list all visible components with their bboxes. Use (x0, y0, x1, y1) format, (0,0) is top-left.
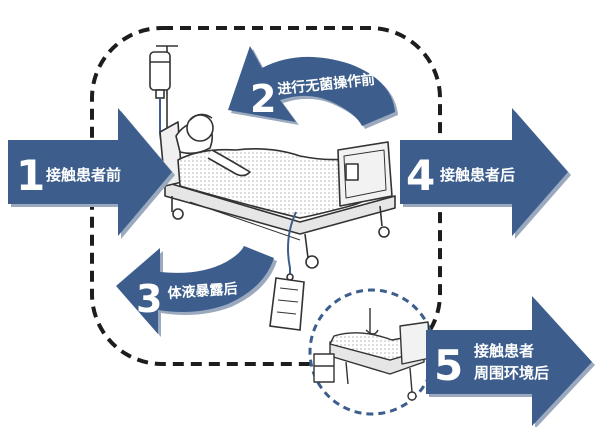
moment-4-number: 4 (406, 151, 435, 200)
moment-4-label: 接触患者后 (440, 166, 515, 184)
moment-1-label: 接触患者前 (46, 166, 121, 184)
drainage-bag-icon (269, 211, 305, 331)
moment-5-arrow: 5 接触患者 周围环境后 (426, 296, 595, 427)
moment-3-arrow: 3 体液暴露后 (116, 246, 277, 337)
moment-2-arrow: 2 进行无菌操作前 (228, 46, 398, 129)
moment-2-number: 2 (250, 77, 276, 121)
moment-1-arrow: 1 接触患者前 (8, 108, 175, 239)
moment-4-arrow: 4 接触患者后 (400, 108, 571, 239)
moment-5-label-line1: 接触患者 (474, 342, 534, 360)
moment-3-label: 体液暴露后 (167, 280, 238, 302)
moment-1-number: 1 (16, 151, 45, 200)
moment-5-number: 5 (434, 341, 463, 390)
patient-bed-icon (159, 113, 396, 269)
empty-bed-icon (313, 308, 431, 401)
moment-5-label-line2: 周围环境后 (474, 364, 549, 382)
moment-3-number: 3 (136, 277, 162, 321)
